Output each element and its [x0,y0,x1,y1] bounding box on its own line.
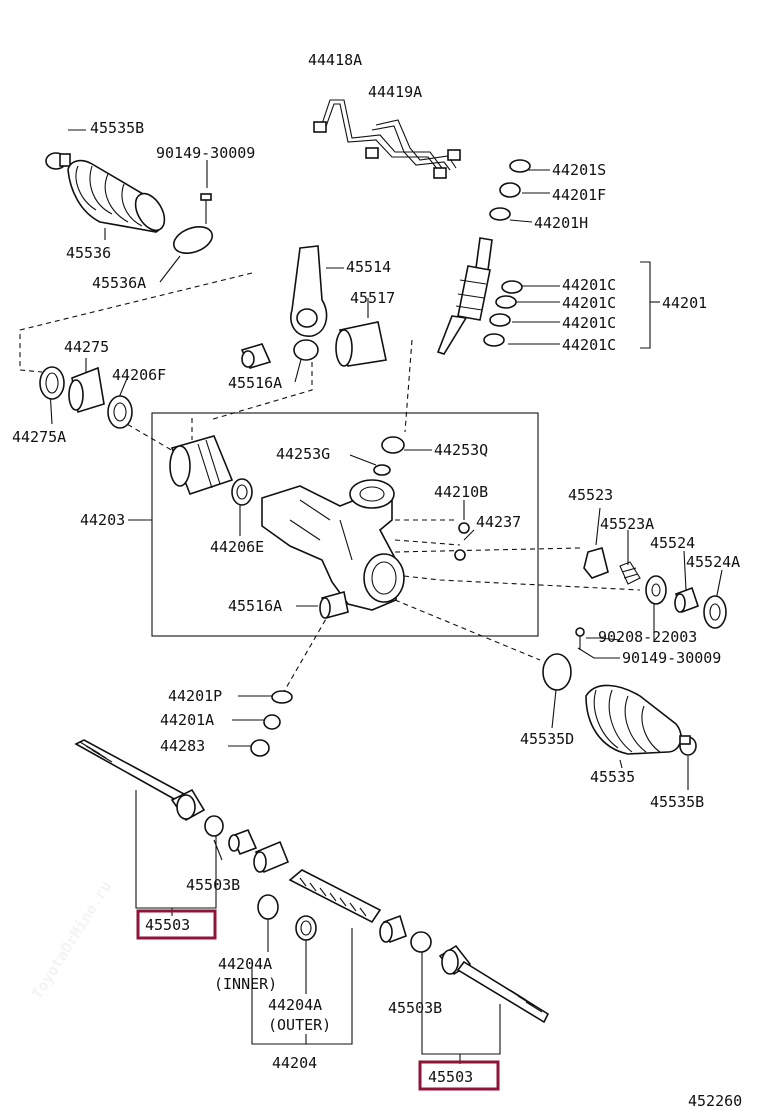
part-label: 44201C [562,314,616,332]
part-label: 44201S [552,161,606,179]
part-label: 44201C [562,294,616,312]
part-label: 45503B [388,999,442,1017]
part-label: 45535 [590,768,635,786]
part-label: 44201P [168,687,222,705]
part-label: 44201C [562,336,616,354]
part-label: 45524A [686,553,740,571]
pinion-lever-parts [240,245,387,369]
part-label: 44237 [476,513,521,531]
part-label: 44201C [562,276,616,294]
part-label: 45517 [350,289,395,307]
part-label: 45516A [228,597,282,615]
housing-assembly-box [151,412,539,637]
part-label: 90149-30009 [156,144,255,162]
part-label: 44275A [12,428,66,446]
part-label-highlighted: 45503 [145,916,190,934]
housing-internals [169,435,470,619]
left-tie-rod [74,739,224,837]
part-label: (INNER) [214,975,277,993]
part-label: 44206E [210,538,264,556]
part-label: 45514 [346,258,391,276]
part-label-highlighted: 45503 [428,1068,473,1086]
part-label: 45503B [186,876,240,894]
part-label: 45535B [650,793,704,811]
part-label: 44201 [662,294,707,312]
part-label: 44204A [268,996,322,1014]
part-label: 44201H [534,214,588,232]
highlight-box-left [136,909,217,940]
part-label: 44201F [552,186,606,204]
part-label: 45535D [520,730,574,748]
right-boot-assembly [542,653,697,756]
pinion-shaft-assembly [436,159,531,355]
part-label: 44253G [276,445,330,463]
dashed-guides [19,272,641,696]
part-label: 44419A [368,83,422,101]
part-label: 45535B [90,119,144,137]
watermark-text: ToyotaOrMine.ru [28,878,115,1002]
part-labels: 44418A 44419A 45535B 90149-30009 45536 4… [12,51,742,1110]
part-label: 44418A [308,51,362,69]
cylinder-tubes [313,99,461,179]
part-label: 44203 [80,511,125,529]
part-label: 45516A [228,374,282,392]
left-boot-assembly [45,152,214,254]
right-tie-rod [438,944,550,1024]
part-label: (OUTER) [268,1016,331,1034]
part-label: 44206F [112,366,166,384]
part-label: 90208-22003 [598,628,697,646]
left-seal-parts [39,366,133,429]
part-label: 45524 [650,534,695,552]
part-label: 45536A [92,274,146,292]
rack-guide-parts [575,547,727,650]
part-label: 44275 [64,338,109,356]
lower-seal-parts [250,690,293,757]
part-label: 44204 [272,1054,317,1072]
part-label: 44201A [160,711,214,729]
part-label: 45536 [66,244,111,262]
part-label: 45523 [568,486,613,504]
part-label: 90149-30009 [622,649,721,667]
part-label: 44253Q [434,441,488,459]
part-label: 44210B [434,483,488,501]
part-label: 45523A [600,515,654,533]
figure-number: 452260 [688,1092,742,1110]
part-label: 44204A [218,955,272,973]
highlight-box-right [418,1060,500,1091]
part-label: 44283 [160,737,205,755]
rack-and-bushings [228,828,432,953]
